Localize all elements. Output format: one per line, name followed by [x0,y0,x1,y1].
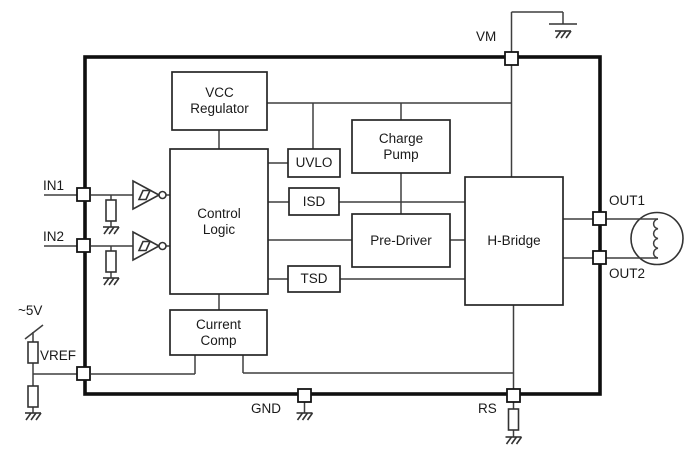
pin-label-in1: IN1 [43,178,65,193]
block-vcc-regulator [171,71,268,131]
block-label-vcc-regulator: VCC Regulator [190,85,249,116]
function-blocks [169,71,564,356]
pin-label-out1: OUT1 [609,193,646,208]
label-supply-5v: ~5V [18,303,43,318]
ground-icon [295,412,314,421]
schmitt-buffer-icon [132,231,167,261]
pin-label-vm: VM [476,29,497,44]
pin-vm [504,51,519,66]
block-h-bridge [464,176,564,306]
resistor-icon [105,250,117,273]
resistor-icon [105,199,117,222]
block-tsd [287,265,341,293]
pin-label-out2: OUT2 [609,266,646,281]
pin-gnd [297,388,312,403]
block-pre-driver [351,213,451,268]
schmitt-buffer-icon [132,180,167,210]
block-label-uvlo: UVLO [295,155,333,170]
pin-out1 [592,211,607,226]
ground-icon [504,436,523,445]
ground-icon [102,226,120,235]
block-label-control-logic: Control Logic [197,205,241,237]
resistor-icon [27,341,39,364]
components [24,23,577,445]
pin-vref [76,366,91,381]
block-label-isd: ISD [302,193,326,209]
block-label-tsd: TSD [300,271,328,286]
block-label-pre-driver: Pre-Driver [370,232,432,248]
pin-label-rs: RS [478,401,497,416]
pin-rs [506,388,521,403]
resistor-icon [27,385,39,408]
wires [24,11,659,437]
block-isd [288,187,340,216]
block-control-logic [169,148,269,295]
block-label-current-comp: Current Comp [195,316,241,348]
block-charge-pump [351,119,451,174]
pin-in1 [76,187,91,202]
resistor-icon [507,408,520,431]
pins [76,51,607,403]
pin-in2 [76,238,91,253]
ground-icon [24,412,42,421]
pin-label-in2: IN2 [43,229,65,244]
block-label-charge-pump: Charge Pump [378,130,424,162]
ground-icon [102,277,120,286]
pin-label-gnd: GND [251,401,281,416]
pin-out2 [592,250,607,265]
block-uvlo [287,148,341,178]
capacitor-icon [549,23,577,39]
block-label-h-bridge: H-Bridge [487,233,541,248]
pin-label-vref: VREF [40,348,77,363]
block-current-comp [169,309,268,356]
